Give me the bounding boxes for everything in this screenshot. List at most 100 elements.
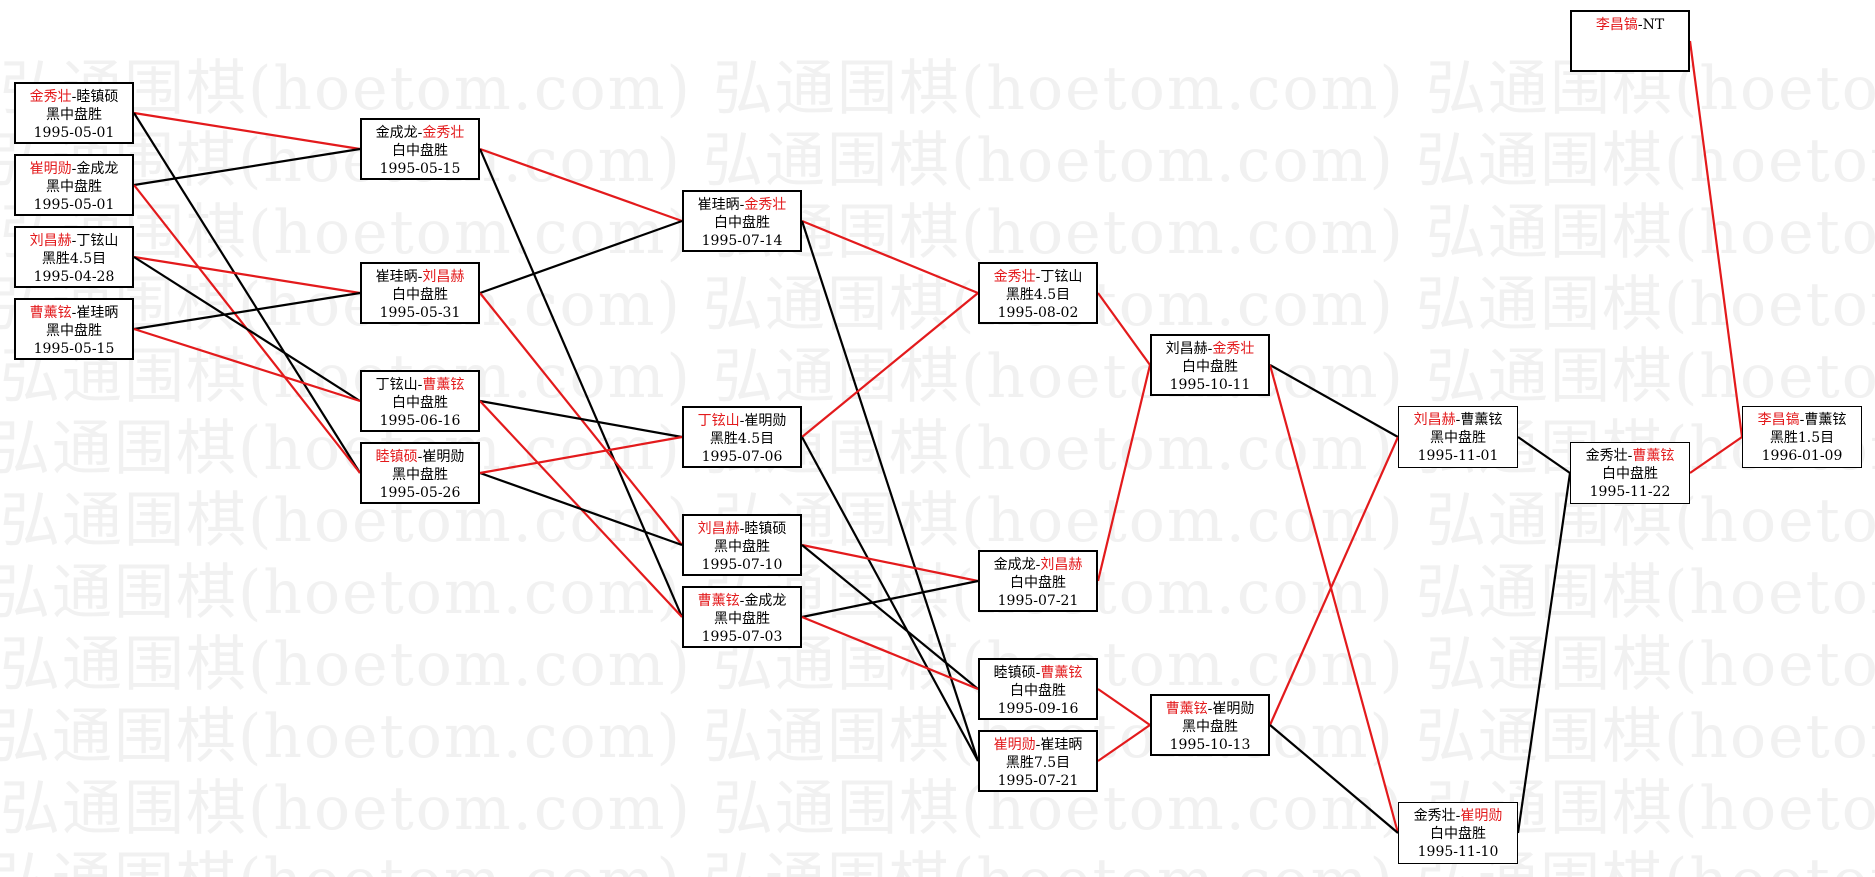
player-separator: -: [71, 305, 77, 321]
player-separator: -: [739, 413, 745, 429]
game-players: 李昌镐-曹薰铉: [1743, 411, 1861, 429]
player-black: 金秀壮: [993, 269, 1036, 285]
player-white: 崔珪昞: [1040, 737, 1083, 753]
player-black: 刘昌赫: [1165, 341, 1208, 357]
game-result: 白中盘胜: [1010, 683, 1066, 699]
game-players: 刘昌赫-丁铉山: [16, 232, 132, 250]
bracket-edge-g17-g20: [1268, 364, 1400, 834]
player-black: 睦镇硕: [375, 449, 418, 465]
game-result: 白中盘胜: [1602, 466, 1658, 482]
game-result: 黑中盘胜: [1430, 430, 1486, 446]
game-players: 金秀壮-曹薰铉: [1571, 447, 1689, 465]
bracket-edge-g12-g15: [801, 615, 979, 691]
player-black: 刘昌赫: [697, 521, 740, 537]
player-separator: -: [739, 593, 745, 609]
bracket-edge-g10-g13: [801, 292, 979, 438]
game-node: 李昌镐-NT: [1570, 10, 1690, 72]
game-result: 黑胜7.5目: [1005, 755, 1071, 771]
player-black: 崔明勋: [29, 161, 72, 177]
bracket-edge-g11-g15: [801, 544, 979, 690]
game-result: 白中盘胜: [392, 395, 448, 411]
player-black: 崔明勋: [993, 737, 1036, 753]
game-result: 黑胜1.5目: [1769, 430, 1835, 446]
bracket-edge-g1-g5: [133, 111, 361, 151]
player-white: 金成龙: [744, 593, 787, 609]
player-white: 曹薰铉: [1632, 448, 1675, 464]
game-date: 1996-01-09: [1761, 448, 1843, 464]
player-separator: -: [739, 197, 745, 213]
player-separator: -: [1035, 269, 1041, 285]
player-separator: -: [739, 521, 745, 537]
player-white: 金秀壮: [744, 197, 787, 213]
game-players: 金秀壮-崔明勋: [1399, 807, 1517, 825]
bracket-edge-g1-g8: [133, 112, 361, 474]
bracket-edge-g7-g10: [479, 399, 683, 439]
player-white: NT: [1642, 17, 1665, 33]
player-separator: -: [417, 449, 423, 465]
player-white: 曹薰铉: [1804, 412, 1847, 428]
bracket-edge-g6-g9: [479, 219, 683, 295]
game-players: 崔明勋-金成龙: [16, 160, 132, 178]
player-black: 金成龙: [375, 125, 418, 141]
bracket-edge-g9-g13: [801, 219, 979, 295]
game-date: 1995-07-06: [701, 449, 783, 465]
game-date: 1995-10-11: [1169, 377, 1251, 393]
game-players: 刘昌赫-睦镇硕: [684, 520, 800, 538]
player-separator: -: [1207, 701, 1213, 717]
game-result: 白中盘胜: [392, 143, 448, 159]
player-black: 曹薰铉: [697, 593, 740, 609]
player-separator: -: [71, 161, 77, 177]
bracket-edge-g5-g12: [478, 148, 684, 618]
player-white: 睦镇硕: [744, 521, 787, 537]
bracket-edge-g2-g5: [133, 147, 361, 187]
game-result: 黑中盘胜: [46, 107, 102, 123]
game-result: 白中盘胜: [392, 287, 448, 303]
player-white: 刘昌赫: [422, 269, 465, 285]
game-players: 曹薰铉-崔珪昞: [16, 304, 132, 322]
game-result: 黑中盘胜: [714, 611, 770, 627]
game-date: 1995-05-31: [379, 305, 461, 321]
game-date: 1995-11-22: [1589, 484, 1671, 500]
player-black: 李昌镐: [1595, 17, 1638, 33]
bracket-edge-g5-g9: [479, 147, 683, 223]
game-result: 黑胜4.5目: [1005, 287, 1071, 303]
game-node: 丁铉山-崔明勋黑胜4.5目 1995-07-06: [682, 406, 802, 468]
game-date: 1995-05-01: [33, 125, 115, 141]
game-result: 白中盘胜: [1182, 359, 1238, 375]
game-result: 黑中盘胜: [392, 467, 448, 483]
player-separator: -: [1455, 808, 1461, 824]
game-players: 金成龙-刘昌赫: [980, 556, 1096, 574]
player-separator: -: [417, 377, 423, 393]
game-date: 1995-04-28: [33, 269, 115, 285]
game-result: 白中盘胜: [1010, 575, 1066, 591]
player-separator: -: [1637, 17, 1643, 33]
game-result: 黑中盘胜: [1182, 719, 1238, 735]
player-separator: -: [1799, 412, 1805, 428]
game-players: 丁铉山-崔明勋: [684, 412, 800, 430]
game-players: 刘昌赫-金秀壮: [1152, 340, 1268, 358]
game-date: 1995-05-01: [33, 197, 115, 213]
player-white: 丁铉山: [1040, 269, 1083, 285]
game-players: 刘昌赫-曹薰铉: [1399, 411, 1517, 429]
game-result: 白中盘胜: [1430, 826, 1486, 842]
player-white: 刘昌赫: [1040, 557, 1083, 573]
bracket-edge-g13-g17: [1097, 292, 1151, 366]
game-players: 丁铉山-曹薰铉: [362, 376, 478, 394]
game-date: 1995-11-10: [1417, 844, 1499, 860]
player-black: 金秀壮: [1585, 448, 1628, 464]
game-result: 黑胜4.5目: [41, 251, 107, 267]
player-white: 崔明勋: [1212, 701, 1255, 717]
player-white: 曹薰铉: [422, 377, 465, 393]
game-players: 金秀壮-睦镇硕: [16, 88, 132, 106]
game-date: 1995-10-13: [1169, 737, 1251, 753]
game-result: 黑中盘胜: [46, 323, 102, 339]
bracket-edge-g18-g19: [1268, 436, 1400, 726]
game-node: 刘昌赫-金秀壮白中盘胜 1995-10-11: [1150, 334, 1270, 396]
bracket-edge-g16-g18: [1097, 724, 1151, 762]
game-result: 黑胜4.5目: [709, 431, 775, 447]
